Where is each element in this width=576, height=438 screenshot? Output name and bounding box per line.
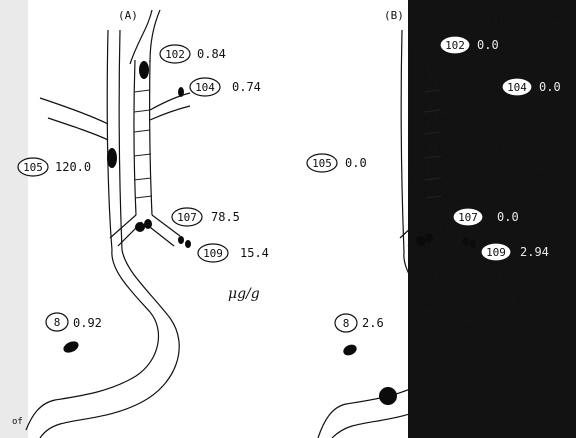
site-id: 105 (312, 157, 332, 170)
site-id: 109 (486, 246, 506, 259)
site-value: 2.6 (362, 316, 384, 330)
panel-b-ring-5 (424, 178, 441, 180)
panel-a-ring-4 (134, 154, 151, 156)
site-id: 8 (54, 316, 61, 329)
panel-a-spot-107a (135, 222, 145, 232)
site-id: 104 (507, 81, 527, 94)
panel-b: (B) (307, 9, 561, 438)
panel-a-left-vessel-inner (119, 30, 122, 250)
panel-b-ring-6 (425, 196, 442, 198)
panel-b-left-vessel-outer (401, 30, 404, 252)
site-value: 0.74 (232, 80, 261, 94)
panel-b-airway (318, 10, 478, 438)
panel-a-ring-3 (134, 130, 150, 132)
panel-a-spot-107b (144, 219, 152, 229)
panel-a-ring-6 (135, 196, 152, 198)
panel-b-spot-107a (416, 236, 426, 246)
panel-b-site-109: 109 2.94 (481, 243, 549, 261)
site-value: 0.0 (497, 210, 519, 224)
panel-a-label: (A) (118, 9, 138, 22)
panel-b-ring-3 (424, 132, 440, 134)
panel-a-airway (26, 10, 190, 438)
panel-b-right-side-1 (440, 94, 478, 108)
panel-a-spot-109a (178, 236, 184, 244)
panel-a-left-side-2 (48, 118, 108, 140)
panel-b-spot-107b (425, 233, 433, 243)
panel-b-spot-109a (463, 237, 469, 245)
site-id: 102 (445, 39, 465, 52)
panel-b-right-side-2 (440, 106, 478, 120)
panel-a-site-104: 104 0.74 (190, 78, 261, 96)
panel-b-ring-2 (424, 110, 440, 112)
site-id: 104 (195, 81, 215, 94)
panel-a-site-8: 8 0.92 (46, 313, 102, 331)
panel-a-ring-2 (134, 110, 150, 112)
site-value: 0.0 (539, 80, 561, 94)
panel-b-stomach-outer (318, 252, 450, 438)
site-id: 8 (343, 317, 350, 330)
panel-a-trachea-left (134, 60, 136, 215)
panel-b-trachea-right (440, 62, 442, 214)
site-value: 78.5 (211, 210, 240, 224)
site-id: 102 (165, 48, 185, 61)
panel-b-site-105: 105 0.0 (307, 154, 367, 172)
panel-a-spot-105 (107, 148, 117, 168)
panel-b-label: (B) (384, 9, 404, 22)
panel-a-left-bronchus-1 (110, 215, 136, 238)
panel-b-site-8: 8 2.6 (335, 314, 384, 332)
panel-a-ring-5 (134, 178, 151, 180)
panel-a-ring-1 (134, 90, 150, 92)
site-id: 107 (177, 211, 197, 224)
site-value: 15.4 (240, 246, 269, 260)
panel-b-site-104: 104 0.0 (502, 78, 561, 96)
panel-a-trachea-right (150, 60, 152, 215)
site-value: 0.0 (345, 156, 367, 170)
panel-b-ring-1 (424, 90, 440, 92)
site-value: 2.94 (520, 245, 549, 259)
site-value: 0.0 (477, 38, 499, 52)
panel-a-stomach-outer (26, 250, 158, 430)
panel-a-spot-104 (178, 87, 184, 97)
site-id: 105 (23, 161, 43, 174)
site-value: 0.84 (197, 47, 226, 61)
site-value: 120.0 (55, 160, 91, 174)
panel-b-site-107: 107 0.0 (453, 208, 519, 226)
panel-a-site-107: 107 78.5 (172, 208, 240, 226)
panel-a-site-102: 102 0.84 (160, 45, 226, 63)
site-value: 0.92 (73, 316, 102, 330)
panel-b-trachea-left (424, 62, 426, 214)
panel-b-top-branch-1 (420, 10, 442, 64)
panel-a-site-105: 105 120.0 (18, 158, 91, 176)
panel-b-spot-109b (470, 240, 476, 248)
site-id: 107 (458, 211, 478, 224)
panel-b-left-vessel-inner (412, 30, 414, 252)
panel-a-site-109: 109 15.4 (198, 244, 269, 262)
panel-b-ring-4 (424, 156, 441, 158)
site-id: 109 (203, 247, 223, 260)
unit-label: μg/g (228, 286, 260, 302)
panel-b-site-102: 102 0.0 (440, 36, 499, 54)
panel-a-spot-8 (62, 339, 81, 355)
panel-a: (A) (18, 9, 269, 438)
panel-a-top-branch-2 (150, 10, 160, 62)
panel-a-spot-109b (185, 240, 191, 248)
panel-a-spot-102 (139, 61, 149, 79)
panel-b-spot-8 (342, 343, 359, 358)
panel-a-right-side-2 (150, 106, 190, 120)
panel-b-spot-8-large (379, 387, 397, 405)
panel-a-left-side-1 (40, 98, 108, 124)
